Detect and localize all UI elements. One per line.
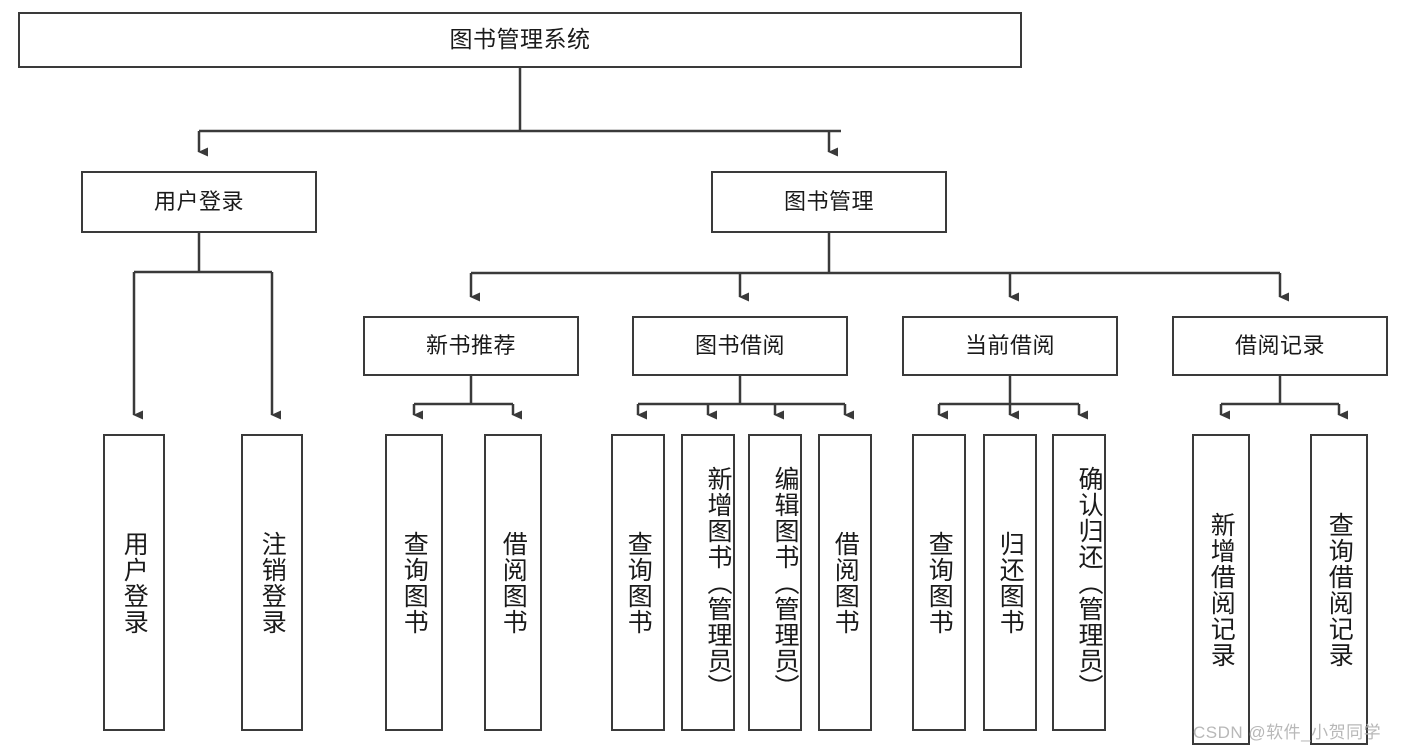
node-leaf-user-login[interactable]: 用户登录: [103, 434, 165, 731]
node-leaf-query-book-2-label: 查询图书: [624, 530, 653, 635]
node-leaf-borrow-book-2[interactable]: 借阅图书: [818, 434, 872, 731]
node-leaf-edit-book-label: 编辑图书（管理员）: [771, 465, 799, 700]
node-root[interactable]: 图书管理系统: [18, 12, 1022, 68]
node-leaf-query-book-1[interactable]: 查询图书: [385, 434, 443, 731]
node-borrow-record-label: 借阅记录: [1234, 332, 1325, 358]
node-leaf-query-book-2[interactable]: 查询图书: [611, 434, 665, 731]
node-leaf-user-login-label: 用户登录: [120, 530, 149, 635]
node-leaf-edit-book[interactable]: 编辑图书（管理员）: [748, 434, 802, 731]
node-leaf-confirm-return[interactable]: 确认归还（管理员）: [1052, 434, 1106, 731]
node-leaf-confirm-return-label: 确认归还（管理员）: [1075, 465, 1103, 700]
node-book-borrow-label: 图书借阅: [694, 332, 785, 358]
node-leaf-borrow-book-2-label: 借阅图书: [831, 530, 860, 635]
node-leaf-logout[interactable]: 注销登录: [241, 434, 303, 731]
node-current-borrow-label: 当前借阅: [964, 332, 1055, 358]
csdn-watermark: CSDN @软件_小贺同学: [1193, 718, 1381, 743]
node-book-manage[interactable]: 图书管理: [711, 171, 947, 233]
node-leaf-add-record-label: 新增借阅记录: [1207, 511, 1236, 668]
node-leaf-logout-label: 注销登录: [258, 530, 287, 635]
node-root-label: 图书管理系统: [449, 26, 591, 53]
node-leaf-return-book[interactable]: 归还图书: [983, 434, 1037, 731]
node-leaf-return-book-label: 归还图书: [996, 530, 1025, 635]
node-new-book-rec-label: 新书推荐: [425, 332, 516, 358]
node-new-book-rec[interactable]: 新书推荐: [363, 316, 579, 376]
node-current-borrow[interactable]: 当前借阅: [902, 316, 1118, 376]
node-leaf-add-record[interactable]: 新增借阅记录: [1192, 434, 1250, 745]
node-book-borrow[interactable]: 图书借阅: [632, 316, 848, 376]
csdn-watermark-text: CSDN @软件_小贺同学: [1193, 723, 1382, 742]
node-leaf-query-book-3[interactable]: 查询图书: [912, 434, 966, 731]
node-leaf-borrow-book-1-label: 借阅图书: [499, 530, 528, 635]
node-leaf-borrow-book-1[interactable]: 借阅图书: [484, 434, 542, 731]
node-leaf-query-book-3-label: 查询图书: [925, 530, 954, 635]
node-leaf-query-book-1-label: 查询图书: [400, 530, 429, 635]
node-leaf-add-book-label: 新增图书（管理员）: [704, 465, 732, 700]
node-user-login-label: 用户登录: [153, 188, 244, 214]
node-leaf-add-book[interactable]: 新增图书（管理员）: [681, 434, 735, 731]
node-leaf-query-record-label: 查询借阅记录: [1325, 511, 1354, 668]
node-user-login[interactable]: 用户登录: [81, 171, 317, 233]
node-leaf-query-record[interactable]: 查询借阅记录: [1310, 434, 1368, 745]
node-book-manage-label: 图书管理: [783, 188, 874, 214]
node-borrow-record[interactable]: 借阅记录: [1172, 316, 1388, 376]
